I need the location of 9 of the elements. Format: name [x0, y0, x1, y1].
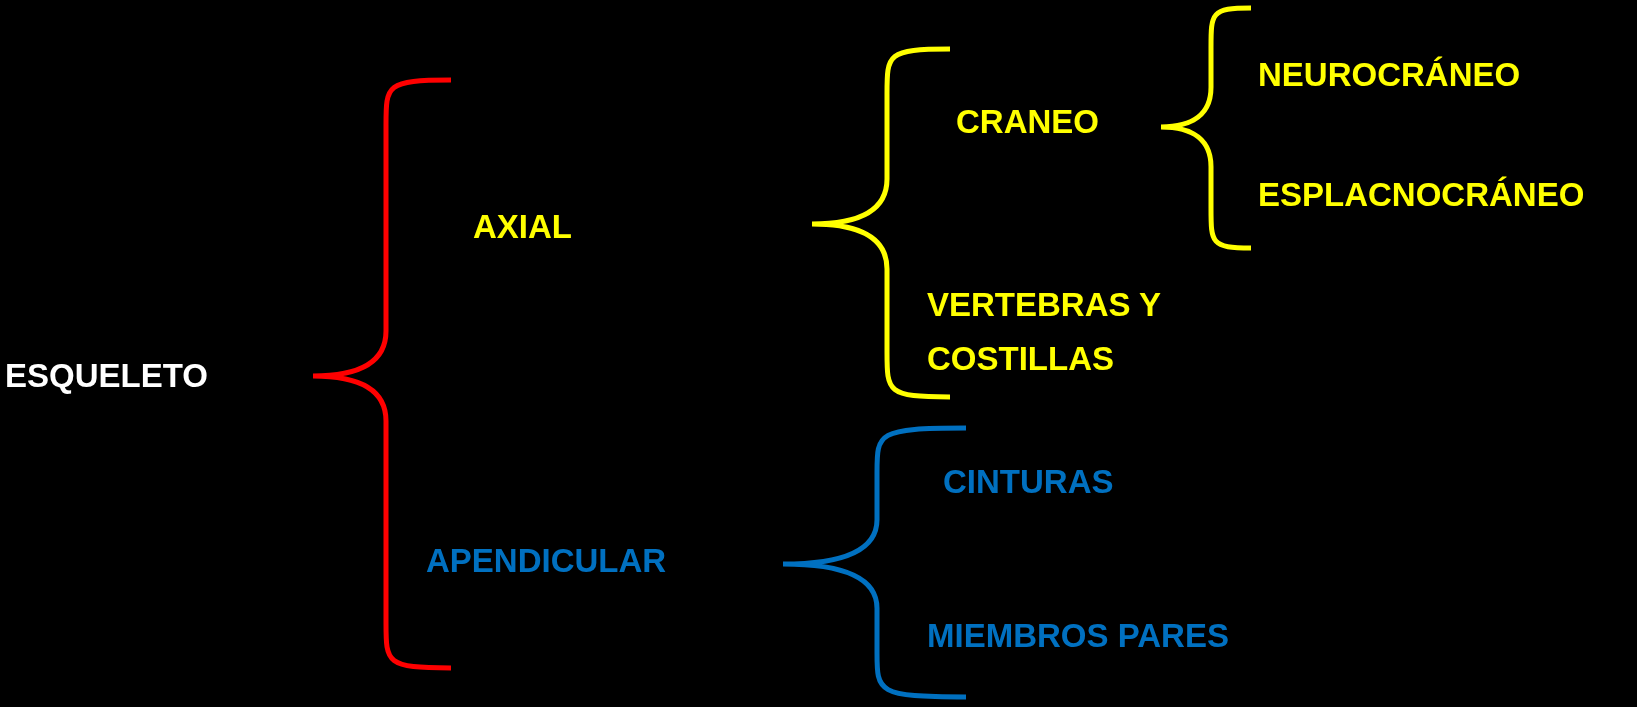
label-text: MIEMBROS PARES [927, 616, 1229, 656]
label-text: AXIAL [473, 207, 572, 247]
label-text: NEUROCRÁNEO [1258, 55, 1521, 95]
label-text: ESPLACNOCRÁNEO [1258, 175, 1585, 215]
label-text: APENDICULAR [426, 541, 667, 581]
label-text: CRANEO [956, 102, 1099, 142]
label-text: VERTEBRAS Y COSTILLAS [927, 285, 1162, 379]
label-text: ESQUELETO [5, 356, 208, 396]
label-text: CINTURAS [943, 462, 1114, 502]
